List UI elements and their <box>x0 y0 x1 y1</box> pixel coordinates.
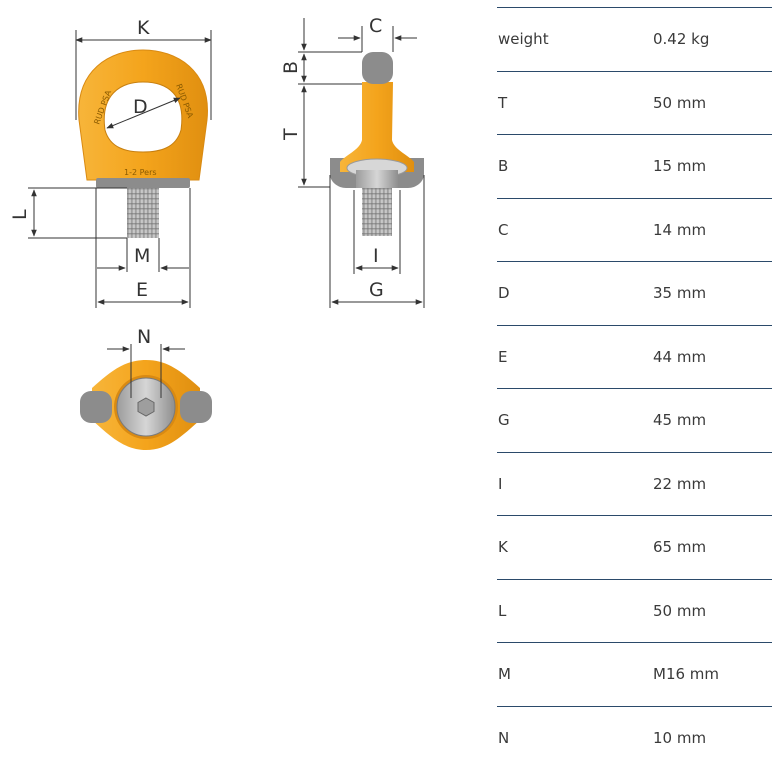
spec-value: 50 mm <box>653 71 772 135</box>
spec-param: L <box>497 579 653 643</box>
spec-param: T <box>497 71 653 135</box>
dim-label-b: B <box>280 61 302 74</box>
top-cap-right <box>180 391 212 423</box>
side-thread <box>362 188 392 236</box>
spec-param: weight <box>497 8 653 72</box>
dim-label-c: C <box>369 15 382 37</box>
spec-value: 10 mm <box>653 706 772 769</box>
spec-value: 15 mm <box>653 135 772 199</box>
bolt-thread <box>127 188 159 238</box>
spec-value: 44 mm <box>653 325 772 389</box>
spec-param: K <box>497 516 653 580</box>
spec-param: M <box>497 643 653 707</box>
spec-value: 50 mm <box>653 579 772 643</box>
dim-label-k: K <box>137 17 150 39</box>
spec-param: D <box>497 262 653 326</box>
spec-value: 22 mm <box>653 452 772 516</box>
spec-value: 14 mm <box>653 198 772 262</box>
spec-param: B <box>497 135 653 199</box>
spec-value: M16 mm <box>653 643 772 707</box>
spec-param: G <box>497 389 653 453</box>
spec-value: 0.42 kg <box>653 8 772 72</box>
spec-value: 45 mm <box>653 389 772 453</box>
spec-param: I <box>497 452 653 516</box>
dim-label-m: M <box>134 245 150 267</box>
dim-label-g: G <box>369 279 384 301</box>
dim-label-i: I <box>373 245 379 267</box>
spec-value: 35 mm <box>653 262 772 326</box>
side-view: C B T I G <box>280 15 424 308</box>
top-cap-left <box>80 391 112 423</box>
spec-param: N <box>497 706 653 769</box>
base-plate <box>96 178 190 188</box>
dim-label-n: N <box>137 326 151 348</box>
dim-label-e: E <box>136 279 148 301</box>
front-view: RUD PSA RUD PSA 1-2 Pers K D L M E <box>9 17 211 308</box>
hex-socket-icon <box>138 398 154 416</box>
spec-value: 65 mm <box>653 516 772 580</box>
top-view: N <box>80 326 212 450</box>
dim-label-l: L <box>9 209 31 220</box>
dim-label-d: D <box>133 96 148 118</box>
technical-drawing: RUD PSA RUD PSA 1-2 Pers K D L M E <box>0 0 480 470</box>
spec-param: C <box>497 198 653 262</box>
stamp-bottom: 1-2 Pers <box>124 168 157 177</box>
side-cap <box>362 52 393 84</box>
spec-param: E <box>497 325 653 389</box>
dim-label-t: T <box>280 128 302 141</box>
